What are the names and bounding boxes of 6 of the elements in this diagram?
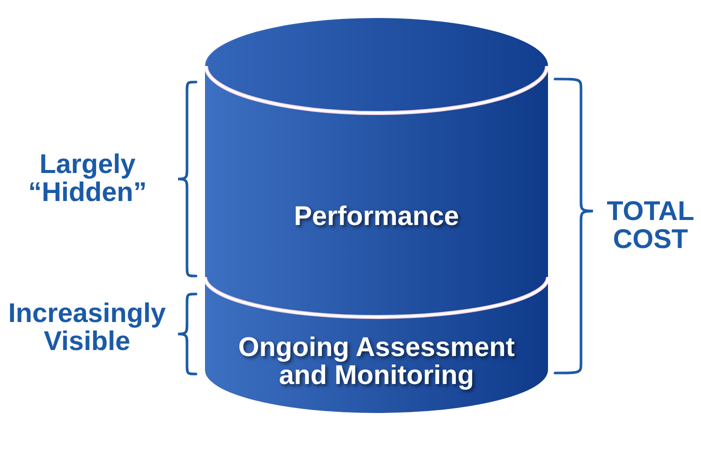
segment-label: Ongoing Assessment and Monitoring (237, 333, 516, 390)
bracket-label: Increasingly Visible (7, 299, 167, 356)
cylinder-segment (205, 275, 548, 415)
bracket-label: Largely “Hidden” (27, 150, 148, 207)
bracket-label: TOTAL COST (606, 197, 696, 254)
segment-label: Performance (294, 202, 460, 230)
